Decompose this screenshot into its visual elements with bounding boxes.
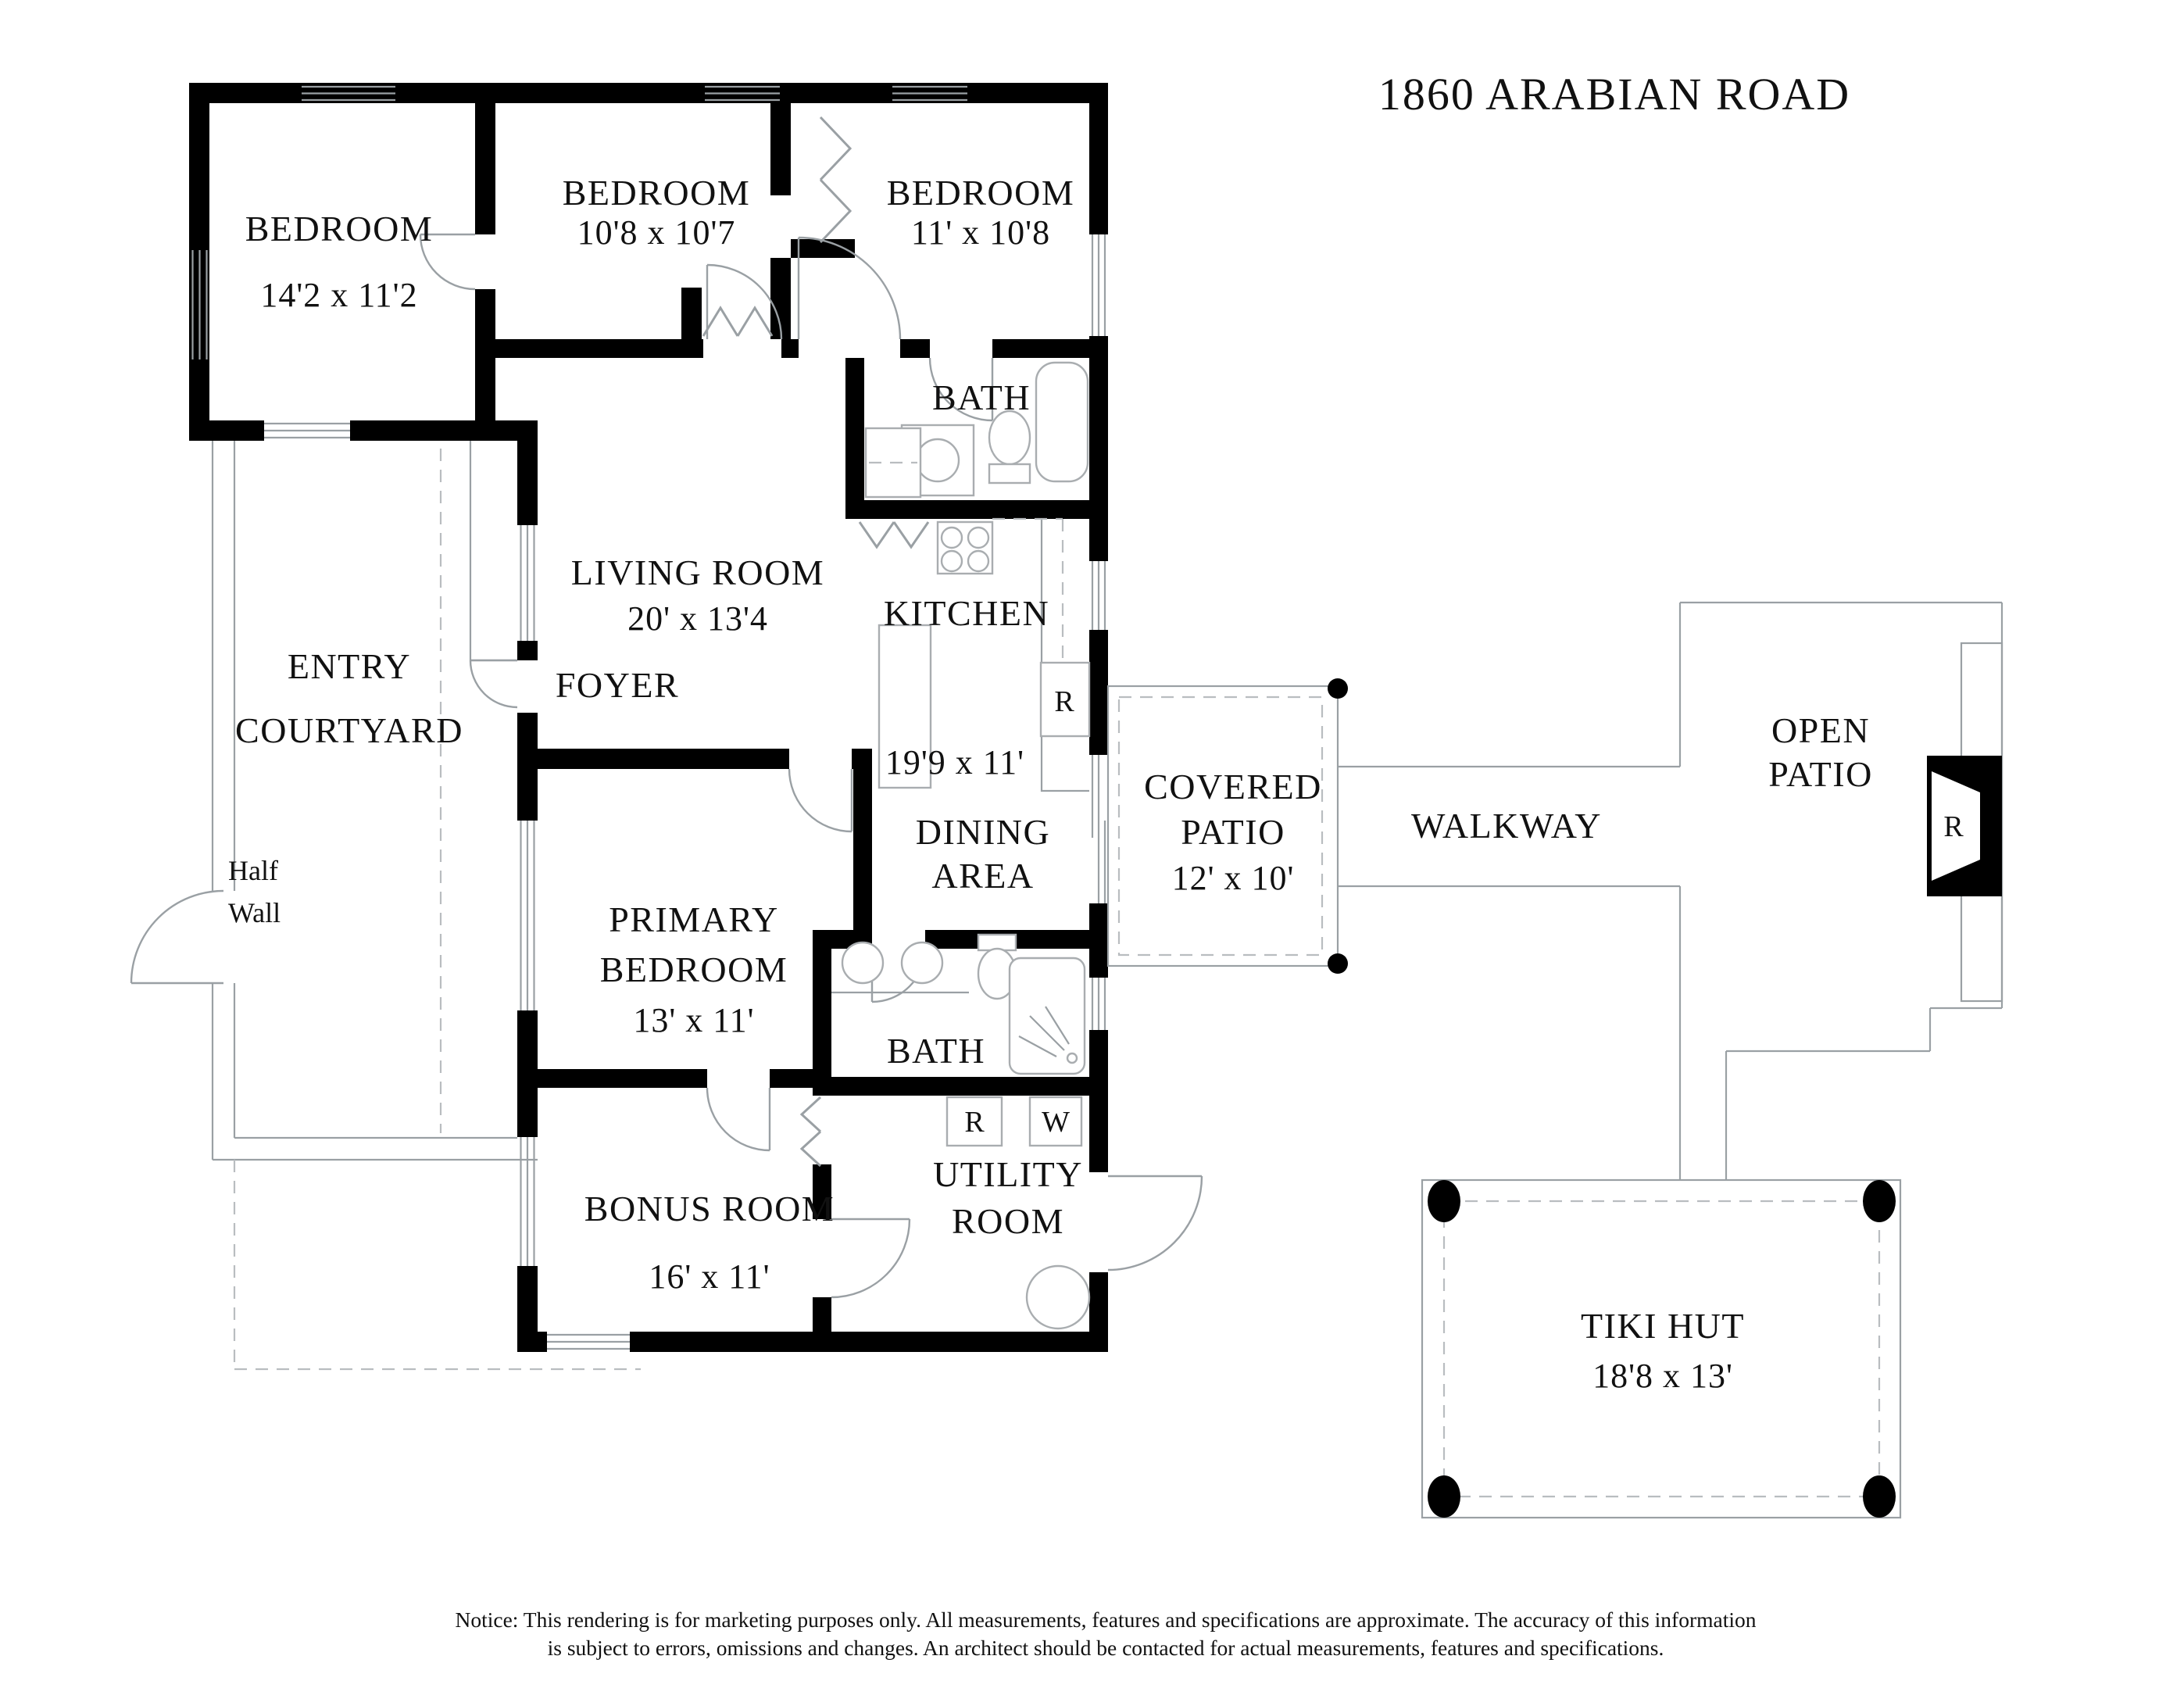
dining-area-label-2: AREA (931, 856, 1034, 896)
utility-room-label-2: ROOM (952, 1201, 1064, 1241)
kitchen-dims: 19'9 x 11' (885, 743, 1024, 781)
covered-patio-dims: 12' x 10' (1172, 859, 1295, 897)
patio-post (1328, 953, 1348, 974)
walkway-label: WALKWAY (1411, 806, 1602, 846)
open-patio-label-1: OPEN (1771, 710, 1870, 750)
half-wall-label-1: Half (228, 855, 278, 886)
fixtures (831, 361, 1091, 1330)
tiki-hut-label: TIKI HUT (1581, 1306, 1745, 1346)
water-heater (1025, 1264, 1091, 1330)
front-door (469, 659, 518, 709)
primary-bedroom-dims: 13' x 11' (633, 1001, 754, 1039)
living-room-label: LIVING ROOM (571, 553, 824, 592)
primary-bedroom-door (788, 768, 853, 833)
tiki-post (1863, 1180, 1896, 1222)
toilet-top-fixture (988, 409, 1031, 466)
tiki-post (1428, 1180, 1460, 1222)
shower-head (1066, 1052, 1078, 1064)
bonus-room-door (706, 1087, 771, 1152)
utility-room-label-1: UTILITY (933, 1154, 1083, 1194)
bedroom2-door (706, 263, 783, 340)
bedroom1-label: BEDROOM (245, 209, 434, 249)
tiki-post (1863, 1475, 1896, 1518)
tiki-post (1428, 1475, 1460, 1518)
toilet-top-tank (988, 463, 1031, 485)
bonus-closet-bifold (799, 1096, 822, 1168)
living-room-dims: 20' x 13'4 (627, 599, 768, 638)
kitchen-label: KITCHEN (884, 593, 1049, 633)
sink-top-fixture (915, 438, 960, 483)
bedroom2-closet-bifold (702, 306, 774, 337)
notice-line-1: Notice: This rendering is for marketing … (455, 1608, 1756, 1632)
patio-post (1328, 678, 1348, 699)
half-wall-label-2: Wall (228, 897, 281, 928)
sliding-door (1091, 755, 1106, 903)
closet-doors (702, 116, 930, 1168)
kitchen-counter (1040, 519, 1089, 792)
notice-line-2: is subject to errors, omissions and chan… (548, 1636, 1664, 1660)
utility-exterior-door (1107, 1175, 1203, 1271)
entry-courtyard-label-1: ENTRY (288, 646, 411, 686)
bonus-room-dims: 16' x 11' (649, 1257, 770, 1296)
labels: 1860 ARABIAN ROAD BEDROOM 14'2 x 11'2 BE… (228, 69, 1964, 1660)
shower-fixture (1008, 957, 1086, 1075)
walls (189, 83, 1108, 1352)
bathtub-fixture (1035, 361, 1089, 483)
dryer-fixture (945, 1096, 1003, 1147)
page-title: 1860 ARABIAN ROAD (1378, 69, 1850, 120)
tiki-hut-outline (1421, 1178, 1902, 1519)
foyer-label: FOYER (556, 665, 679, 705)
covered-patio-label-2: PATIO (1181, 812, 1285, 852)
open-patio-label-2: PATIO (1768, 754, 1873, 794)
primary-bedroom-label-1: PRIMARY (609, 899, 779, 939)
bath-top-label: BATH (932, 377, 1031, 417)
utility-washer-label: W (1042, 1106, 1070, 1139)
dining-area-label-1: DINING (916, 812, 1051, 852)
bedroom3-dims: 11' x 10'8 (911, 213, 1050, 252)
covered-patio-label-1: COVERED (1144, 767, 1322, 806)
bath-lower-label: BATH (887, 1031, 985, 1071)
tiki-hut-dims: 18'8 x 13' (1592, 1357, 1733, 1395)
refrigerator-label: R (1054, 685, 1074, 718)
washer-fixture (1028, 1096, 1083, 1147)
entry-courtyard-label-2: COURTYARD (235, 710, 463, 750)
patio-grill-notch (1932, 771, 1980, 881)
sink-lower-right (900, 941, 944, 985)
primary-bedroom-label-2: BEDROOM (600, 950, 788, 989)
bath-top-door (928, 357, 994, 422)
bedroom1-dims: 14'2 x 11'2 (260, 276, 417, 314)
utility-dryer-label: R (964, 1106, 985, 1139)
bedroom2-dims: 10'8 x 10'7 (577, 213, 736, 252)
bedroom3-label: BEDROOM (887, 173, 1075, 213)
pantry-bifold (858, 521, 930, 549)
bedroom3-door (797, 236, 902, 340)
bedroom1-door (419, 233, 476, 291)
bonus-room-label: BONUS ROOM (584, 1189, 835, 1228)
refrigerator-fixture (1039, 661, 1091, 738)
sink-lower-left (841, 941, 885, 985)
utility-inner-door (831, 1218, 911, 1299)
open-patio-outline (1678, 601, 2003, 1180)
windows (191, 85, 1106, 1350)
kitchen-island (878, 624, 932, 789)
walkway-outline (1338, 765, 1680, 888)
bedroom3-closet-bifold (819, 116, 853, 244)
covered-patio-outline (1106, 678, 1348, 974)
patio-grill-label: R (1943, 810, 1964, 843)
bedroom2-label: BEDROOM (563, 173, 751, 213)
slab-dashed-line (233, 1160, 641, 1371)
courtyard-gate (130, 889, 224, 985)
entry-courtyard-outline (211, 441, 641, 1371)
